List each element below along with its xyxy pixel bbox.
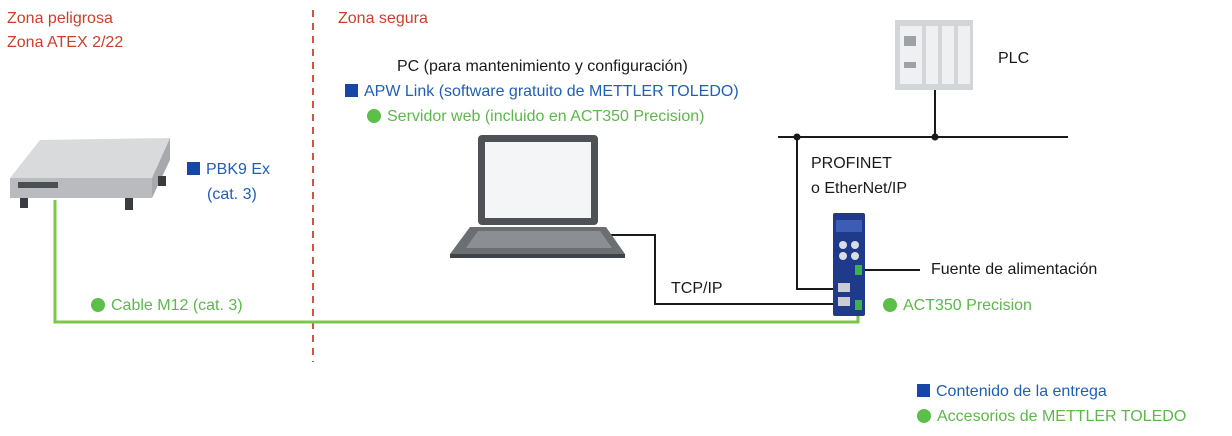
cable-item: Cable M12 (cat. 3)	[91, 296, 243, 316]
delivery-square-icon	[917, 384, 930, 397]
delivery-square-icon	[345, 84, 358, 97]
legend-delivery-label: Contenido de la entrega	[936, 383, 1107, 400]
terminal-item: ACT350 Precision	[883, 296, 1032, 316]
power-supply-label: Fuente de alimentación	[931, 261, 1098, 278]
scale-image	[10, 138, 170, 210]
scale-category-label: (cat. 3)	[207, 186, 257, 203]
hazard-zone-subtitle: Zona ATEX 2/22	[7, 34, 124, 51]
profinet-line	[796, 137, 840, 290]
terminal-label: ACT350 Precision	[903, 297, 1032, 314]
cable-label: Cable M12 (cat. 3)	[111, 297, 243, 314]
laptop-image	[450, 135, 625, 258]
m12-cable	[53, 200, 860, 324]
ethernetip-label: o EtherNet/IP	[811, 180, 908, 197]
plc-label: PLC	[998, 50, 1030, 67]
plc-image	[895, 20, 973, 90]
legend-accessories: Accesorios de METTLER TOLEDO	[917, 407, 1186, 427]
profinet-label: PROFINET	[811, 155, 892, 172]
safe-zone-title: Zona segura	[338, 10, 428, 27]
plc-junction	[931, 133, 939, 141]
accessory-dot-icon	[367, 109, 381, 123]
accessory-dot-icon	[883, 298, 897, 312]
tcpip-line	[606, 234, 840, 305]
pc-title: PC (para mantenimiento y configuración)	[397, 58, 688, 75]
apw-link-label: APW Link (software gratuito de METTLER T…	[364, 83, 739, 100]
scale-model-label: PBK9 Ex	[206, 161, 271, 178]
accessory-dot-icon	[917, 409, 931, 423]
terminal-image	[833, 213, 865, 316]
legend-accessories-label: Accesorios de METTLER TOLEDO	[937, 408, 1187, 425]
webserver-label: Servidor web (incluido en ACT350 Precisi…	[387, 108, 705, 125]
tcpip-label: TCP/IP	[671, 280, 723, 297]
hazard-zone-title: Zona peligrosa	[7, 10, 113, 27]
apw-link-item: APW Link (software gratuito de METTLER T…	[345, 82, 739, 102]
legend-delivery: Contenido de la entrega	[917, 382, 1107, 402]
accessory-dot-icon	[91, 298, 105, 312]
delivery-square-icon	[187, 162, 200, 175]
scale-label: PBK9 Ex	[187, 160, 270, 180]
webserver-item: Servidor web (incluido en ACT350 Precisi…	[367, 107, 704, 127]
